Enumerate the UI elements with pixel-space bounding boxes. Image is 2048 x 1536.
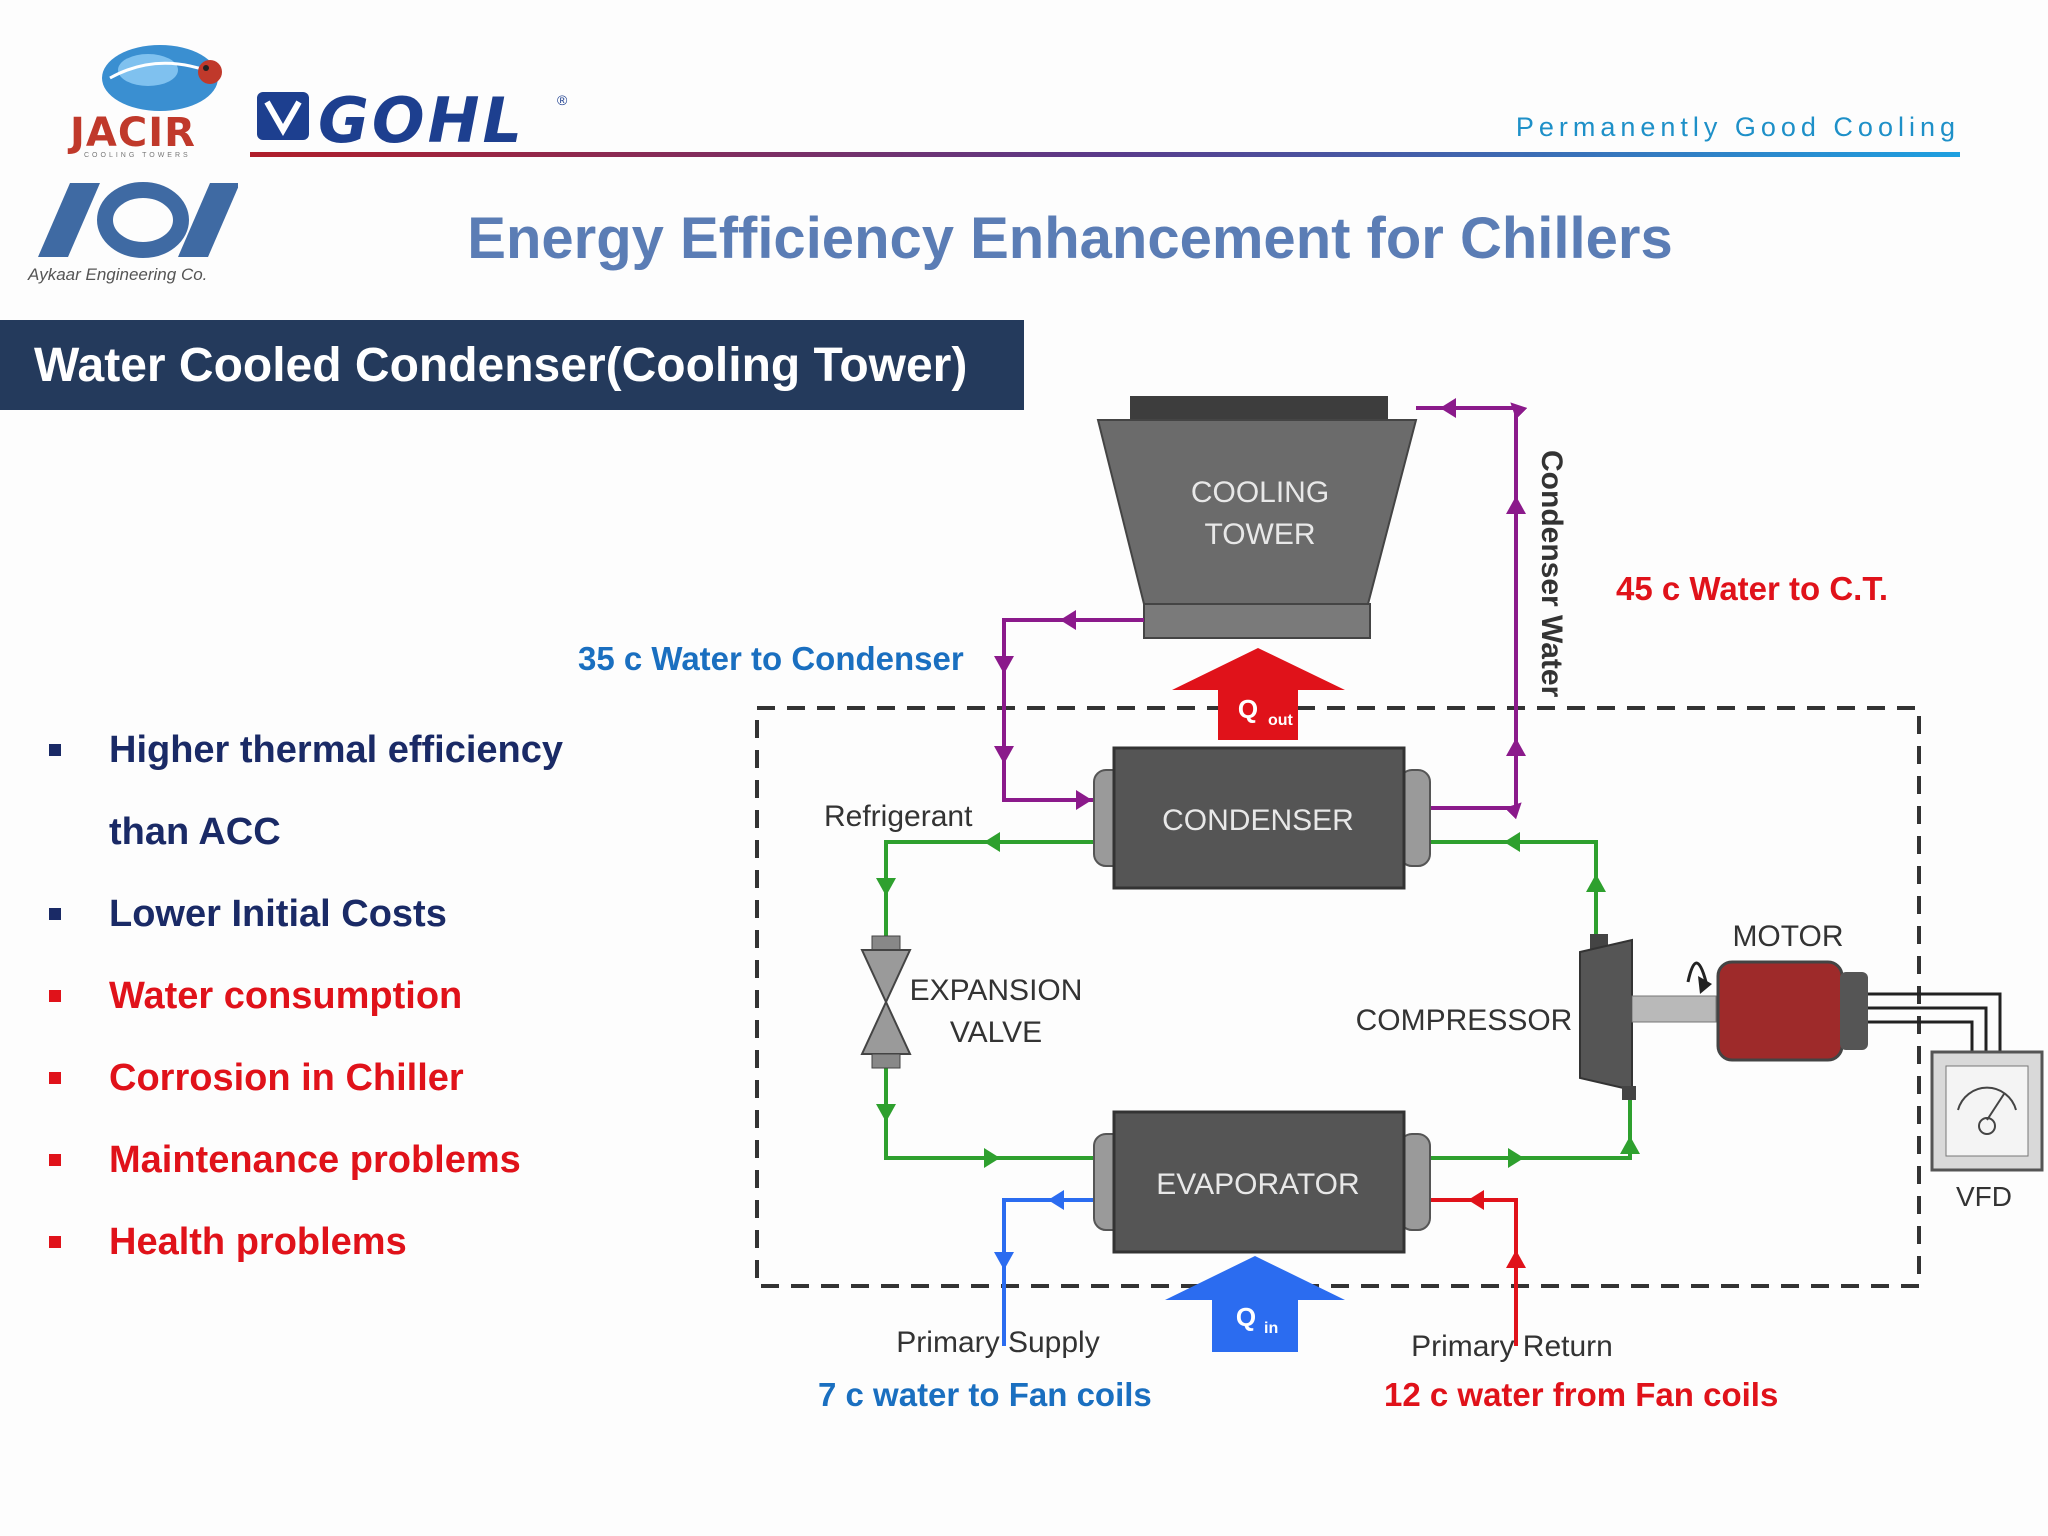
bullet-text: Higher thermal efficiency — [109, 729, 564, 771]
q-out-label: Q — [1238, 694, 1258, 724]
header-divider — [250, 152, 1960, 157]
vfd-unit — [1930, 1050, 2044, 1172]
annotation-water-to-ct: 45 c Water to C.T. — [1616, 570, 1889, 607]
bullet-square-icon — [49, 908, 61, 920]
bullet-item: Maintenance problems — [40, 1140, 660, 1181]
bullet-text: Lower Initial Costs — [109, 893, 447, 935]
motor-label: MOTOR — [1732, 920, 1843, 953]
evaporator-label: EVAPORATOR — [1156, 1168, 1359, 1201]
primary-supply-line — [994, 1190, 1094, 1346]
compressor-label: COMPRESSOR — [1356, 1004, 1573, 1037]
bullet-square-icon — [49, 990, 61, 1002]
q-in-subscript: in — [1264, 1320, 1278, 1337]
bullet-text: Water consumption — [109, 975, 463, 1017]
annotation-water-to-fancoils: 7 c water to Fan coils — [818, 1376, 1152, 1413]
globe-logo-icon — [102, 45, 222, 111]
bullet-text: Corrosion in Chiller — [109, 1057, 464, 1099]
refrigerant-label: Refrigerant — [824, 800, 973, 833]
refrigerant-arrows — [876, 832, 1640, 1168]
expansion-valve — [860, 935, 912, 1069]
bullet-item: Lower Initial Costs — [40, 894, 660, 935]
bullet-text: Health problems — [109, 1221, 407, 1263]
refrigerant-loop — [884, 840, 1632, 1160]
condenser-water-arrows — [994, 398, 1526, 810]
vfd-wiring — [1868, 992, 2002, 1052]
expansion-valve-label: VALVE — [950, 1016, 1042, 1049]
q-out-arrow: Q out — [1172, 648, 1345, 740]
q-in-label: Q — [1236, 1302, 1256, 1332]
cooling-tower: COOLING TOWER — [1096, 396, 1418, 639]
jacir-logo-text: JACIR — [70, 110, 196, 156]
gohl-emblem-icon — [257, 92, 309, 140]
aykaar-logo-icon — [38, 182, 238, 258]
rotation-arrowhead-icon — [1698, 976, 1712, 994]
evaporator-unit: EVAPORATOR — [1093, 1110, 1431, 1254]
section-banner — [0, 320, 1024, 410]
chiller-boundary — [755, 706, 1921, 1288]
bullet-item: Corrosion in Chiller — [40, 1058, 660, 1099]
rotation-arrow-icon — [1686, 961, 1708, 983]
cooling-tower-label: TOWER — [1204, 518, 1315, 551]
bullet-square-icon — [49, 1154, 61, 1166]
compressor-unit — [1579, 934, 1636, 1100]
q-in-arrow: Q in — [1165, 1256, 1345, 1352]
gohl-logo-text: GOHL — [318, 84, 525, 157]
primary-return-line — [1430, 1190, 1526, 1346]
bullet-item: Health problems — [40, 1222, 660, 1263]
condenser-water-label: Condenser Water — [1535, 450, 1568, 698]
condenser-label: CONDENSER — [1162, 804, 1354, 837]
motor-unit — [1716, 960, 1868, 1062]
aykaar-logo-text: Aykaar Engineering Co. — [28, 265, 208, 284]
bullet-square-icon — [49, 1236, 61, 1248]
section-banner-text: Water Cooled Condenser(Cooling Tower) — [34, 339, 968, 392]
primary-return-label: Primary Return — [1411, 1330, 1613, 1363]
motor-shaft — [1631, 995, 1717, 1023]
annotation-water-from-fancoils: 12 c water from Fan coils — [1384, 1376, 1779, 1413]
page-title: Energy Efficiency Enhancement for Chille… — [467, 206, 1673, 271]
bullet-text: than ACC — [109, 811, 281, 853]
bullet-item: Higher thermal efficiency — [40, 730, 660, 771]
expansion-valve-label: EXPANSION — [910, 974, 1083, 1007]
bullet-square-icon — [49, 744, 61, 756]
bullet-square-icon — [49, 1072, 61, 1084]
bullet-text: Maintenance problems — [109, 1139, 521, 1181]
cooling-tower-label: COOLING — [1191, 476, 1329, 509]
bullet-item-continuation: than ACC — [40, 812, 660, 853]
condenser-unit: CONDENSER — [1093, 746, 1431, 890]
gohl-registered-mark: ® — [557, 92, 568, 108]
vfd-label: VFD — [1956, 1181, 2012, 1212]
tagline: Permanently Good Cooling — [1515, 112, 1960, 142]
q-out-subscript: out — [1268, 712, 1294, 729]
bullet-list: Higher thermal efficiency than ACC Lower… — [40, 730, 660, 1304]
jacir-subtitle: COOLING TOWERS — [84, 152, 191, 159]
primary-supply-label: Primary Supply — [896, 1326, 1099, 1359]
bullet-item: Water consumption — [40, 976, 660, 1017]
annotation-water-to-condenser: 35 c Water to Condenser — [578, 640, 964, 677]
